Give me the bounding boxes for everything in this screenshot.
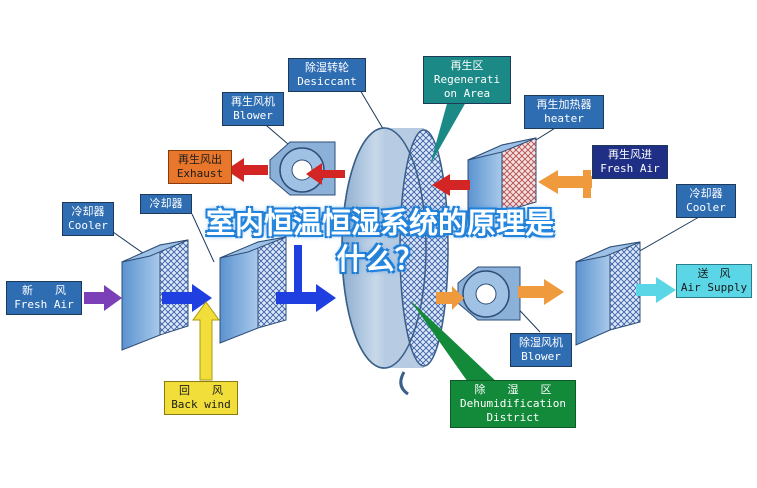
air-arrows — [84, 158, 676, 381]
label-dehum-district: 除 湿 区 Dehumidification District — [450, 380, 576, 428]
label-cooler-right-en: Cooler — [686, 201, 726, 214]
regeneration-blower — [269, 141, 336, 196]
label-dehum-district-en2: District — [486, 411, 540, 424]
overlay-title: 室内恒温恒湿系统的原理是 什么？ — [100, 205, 660, 277]
label-dehum-district-en1: Dehumidification — [460, 397, 566, 410]
label-regen-area-en2: on Area — [443, 87, 491, 100]
label-fresh-air: 新 风 Fresh Air — [6, 281, 82, 315]
heater-arrow — [432, 174, 470, 196]
middle-cooler-unit — [219, 236, 287, 344]
label-regen-heater-cn: 再生加热器 — [536, 98, 592, 111]
label-cooler-left: 冷却器 Cooler — [62, 202, 114, 236]
label-supply-cn: 送 风 — [697, 267, 731, 280]
desiccant-wheel — [341, 127, 449, 396]
label-regen-area-en1: Regenerati — [433, 73, 501, 86]
back-wind-arrow — [192, 301, 220, 381]
label-air-supply: 送 风 Air Supply — [676, 264, 752, 298]
label-cooler-right-cn: 冷却器 — [689, 187, 723, 200]
regeneration-heater-unit — [467, 137, 537, 226]
dehumidification-pointer — [410, 300, 500, 385]
right-cooler-unit — [575, 241, 641, 346]
label-supply-en: Air Supply — [680, 281, 748, 294]
orange-arrow-1 — [436, 286, 464, 310]
label-back-wind-cn: 回 风 — [179, 384, 223, 397]
left-cooler-unit — [121, 239, 189, 351]
label-regen-heater: 再生加热器 heater — [524, 95, 604, 129]
overlay-title-line1: 室内恒温恒湿系统的原理是 — [205, 206, 554, 240]
label-cooler-left-cn: 冷却器 — [71, 205, 105, 218]
label-dehum-blower: 除湿风机 Blower — [510, 333, 572, 367]
blue-arrow-stem — [294, 245, 302, 293]
label-regen-area-cn: 再生区 — [450, 59, 484, 72]
label-dehum-blower-cn: 除湿风机 — [519, 336, 563, 349]
label-desiccant-cn: 除湿转轮 — [305, 61, 349, 74]
exhaust-arrow-2 — [306, 163, 345, 185]
label-dehum-district-cn: 除 湿 区 — [474, 383, 552, 396]
orange-arrow-2 — [518, 279, 564, 305]
label-regen-blower-en: Blower — [233, 109, 273, 122]
label-regen-fresh-en: Fresh Air — [600, 162, 660, 175]
label-cooler-mid-cn: 冷却器 — [149, 197, 183, 210]
label-exhaust: 再生风出 Exhaust — [168, 150, 232, 184]
label-regen-blower-cn: 再生风机 — [231, 95, 275, 108]
label-back-wind-en: Back wind — [171, 398, 231, 411]
label-cooler-right: 冷却器 Cooler — [676, 184, 736, 218]
label-regeneration-area: 再生区 Regenerati on Area — [423, 56, 511, 104]
label-regen-fresh-cn: 再生风进 — [608, 148, 652, 161]
label-exhaust-cn: 再生风出 — [178, 153, 222, 166]
regen-fresh-arrow — [538, 170, 592, 194]
label-cooler-mid: 冷却器 — [140, 194, 192, 214]
regeneration-area-pointer — [430, 100, 466, 165]
label-fresh-air-cn: 新 风 — [22, 284, 66, 297]
label-dehum-blower-en: Blower — [521, 350, 561, 363]
blue-arrow-1 — [162, 284, 212, 312]
label-desiccant-en: Desiccant — [297, 75, 357, 88]
label-regen-fresh-air: 再生风进 Fresh Air — [592, 145, 668, 179]
blue-arrow-2 — [276, 284, 336, 312]
dehumidification-blower — [457, 266, 521, 321]
fresh-air-arrow — [84, 285, 122, 311]
overlay-title-line2: 什么？ — [336, 242, 424, 276]
label-exhaust-en: Exhaust — [176, 167, 224, 180]
label-fresh-air-en: Fresh Air — [14, 298, 74, 311]
label-back-wind: 回 风 Back wind — [164, 381, 238, 415]
label-regen-heater-en: heater — [544, 112, 584, 125]
exhaust-arrow — [226, 158, 268, 182]
label-cooler-left-en: Cooler — [68, 219, 108, 232]
label-desiccant: 除湿转轮 Desiccant — [288, 58, 366, 92]
supply-arrow — [636, 277, 676, 303]
label-regen-blower: 再生风机 Blower — [222, 92, 284, 126]
